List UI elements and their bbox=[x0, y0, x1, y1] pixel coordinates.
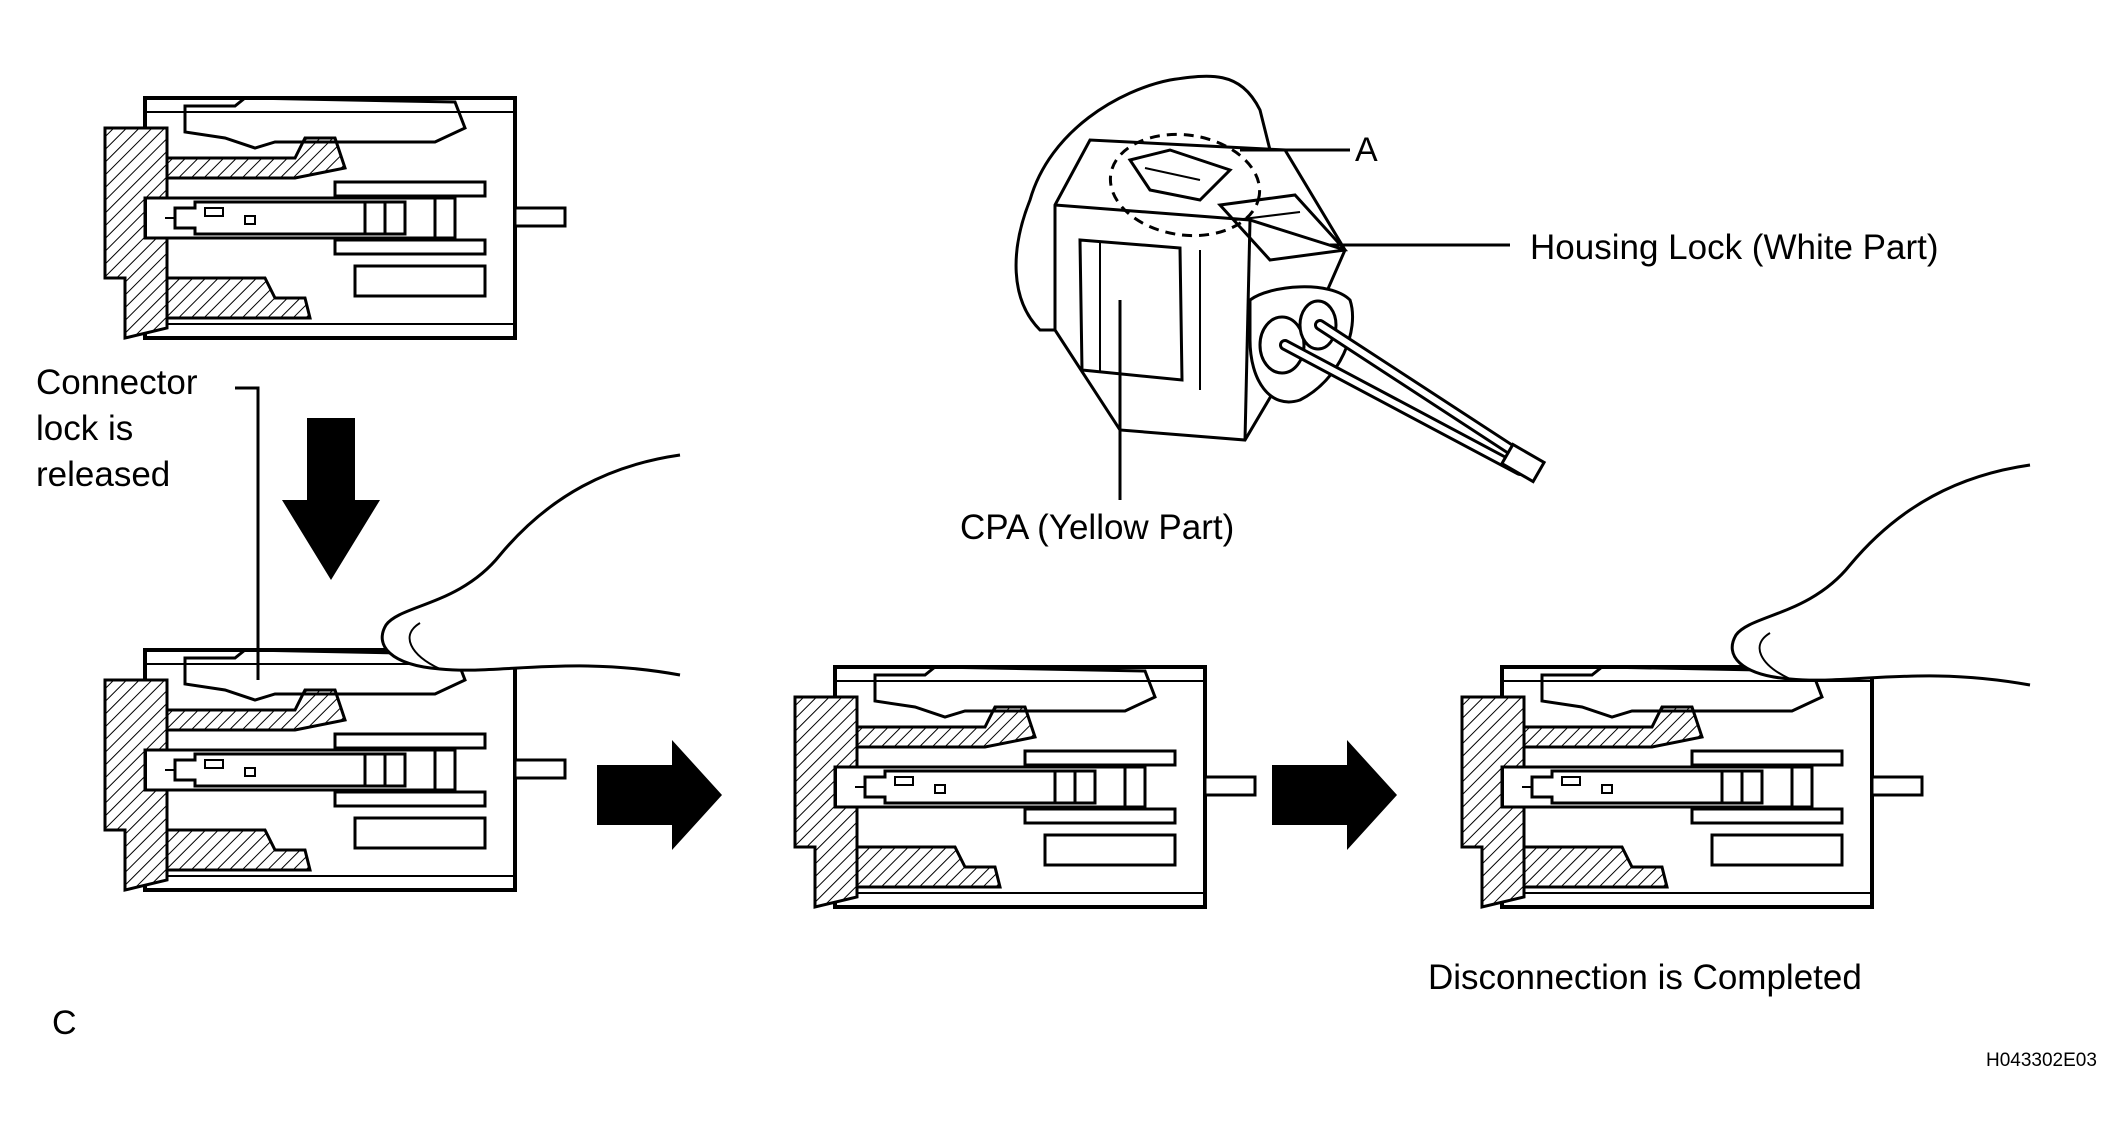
connector-disconnected bbox=[1460, 665, 1924, 909]
connector-before bbox=[103, 96, 567, 340]
connector-lock-label: released bbox=[36, 455, 171, 494]
connector-perspective bbox=[1014, 74, 1547, 500]
connector-lock-label: lock is bbox=[36, 409, 134, 448]
arrow-down-icon bbox=[282, 418, 380, 580]
connector-lock-released bbox=[103, 648, 567, 892]
arrow-right-icon bbox=[597, 740, 722, 850]
disconnection-label: Disconnection is Completed bbox=[1428, 958, 1862, 997]
figure-ref-label: C bbox=[52, 1004, 77, 1042]
connector-step-2 bbox=[793, 665, 1257, 909]
cpa-label: CPA (Yellow Part) bbox=[960, 508, 1235, 547]
finger-icon bbox=[380, 453, 682, 677]
connector-lock-label: Connector bbox=[36, 363, 198, 402]
finger-icon bbox=[1730, 463, 2032, 687]
figure-code-label: H043302E03 bbox=[1986, 1050, 2097, 1071]
connector-lock-leader bbox=[235, 386, 260, 680]
housing-lock-label: Housing Lock (White Part) bbox=[1530, 228, 1939, 267]
callout-a-label: A bbox=[1355, 131, 1378, 169]
arrow-right-icon bbox=[1272, 740, 1397, 850]
